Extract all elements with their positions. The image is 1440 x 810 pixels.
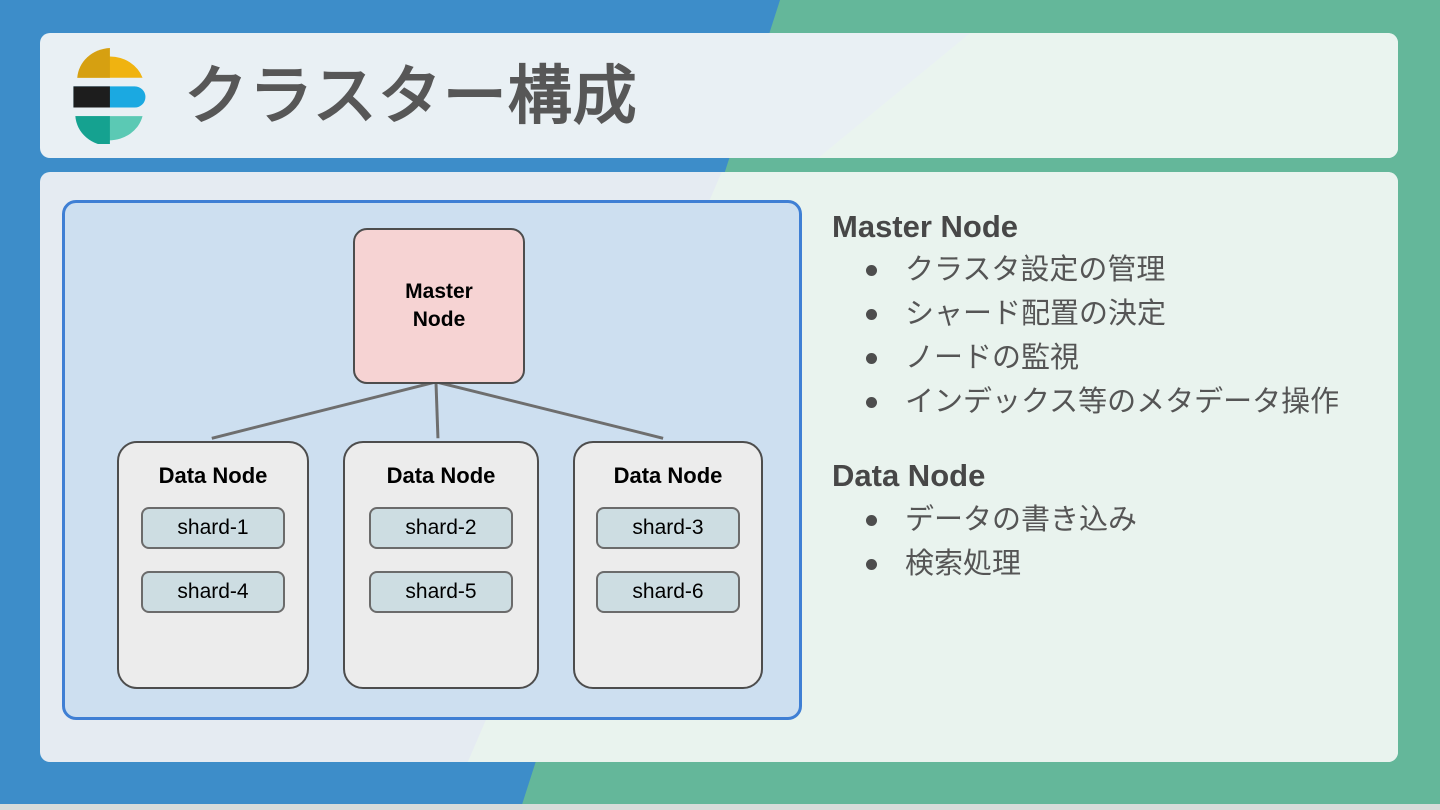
shard-box[interactable]: shard-3 — [596, 507, 740, 549]
section-data-node: Data Node データの書き込み 検索処理 — [832, 457, 1392, 584]
bullet-list: クラスタ設定の管理 シャード配置の決定 ノードの監視 インデックス等のメタデータ… — [832, 249, 1392, 423]
data-node-title: Data Node — [158, 463, 268, 488]
shard-box[interactable]: shard-2 — [369, 507, 513, 549]
bullet-dot-icon — [866, 514, 877, 526]
list-item-label: ノードの監視 — [905, 342, 1080, 375]
bullet-dot-icon — [866, 265, 877, 277]
list-item-label: クラスタ設定の管理 — [905, 254, 1166, 287]
list-item-label: インデックス等のメタデータ操作 — [905, 386, 1340, 419]
page-title: クラスター構成 — [184, 59, 638, 132]
header-card: クラスター構成 — [40, 33, 1398, 158]
list-item-label: シャード配置の決定 — [905, 298, 1167, 331]
list-item: 検索処理 — [832, 543, 1392, 585]
list-item: シャード配置の決定 — [832, 293, 1392, 335]
bullet-dot-icon — [866, 558, 877, 570]
bullet-dot-icon — [866, 353, 877, 365]
list-item-label: データの書き込み — [905, 503, 1138, 536]
master-node-box[interactable]: Master Node — [353, 228, 525, 384]
cluster-diagram-panel: Master Node Data Node shard-1 shard-4 Da… — [62, 200, 802, 720]
master-node-label-line2: Node — [412, 308, 466, 331]
background-bottom-strip — [0, 804, 1440, 810]
list-item: ノードの監視 — [832, 337, 1392, 379]
shard-box[interactable]: shard-1 — [141, 507, 285, 549]
section-title: Data Node — [832, 458, 986, 494]
section-master-node: Master Node クラスタ設定の管理 シャード配置の決定 ノードの監視 — [832, 208, 1392, 423]
data-node-box-2[interactable]: Data Node shard-2 shard-5 — [343, 441, 539, 689]
data-node-box-1[interactable]: Data Node shard-1 shard-4 — [117, 441, 309, 689]
data-node-box-3[interactable]: Data Node shard-3 shard-6 — [573, 441, 763, 689]
list-item: インデックス等のメタデータ操作 — [832, 381, 1392, 423]
master-node-label-line1: Master — [405, 279, 473, 303]
list-item: クラスタ設定の管理 — [832, 249, 1392, 291]
section-title: Master Node — [832, 209, 1019, 244]
bullet-list: データの書き込み 検索処理 — [832, 499, 1392, 585]
data-node-title: Data Node — [613, 463, 723, 488]
data-node-title: Data Node — [386, 463, 496, 488]
list-item: データの書き込み — [832, 499, 1392, 541]
shard-box[interactable]: shard-5 — [369, 571, 513, 613]
bullet-dot-icon — [866, 397, 877, 409]
shard-box[interactable]: shard-6 — [596, 571, 740, 613]
shard-box[interactable]: shard-4 — [141, 571, 285, 613]
list-item-label: 検索処理 — [905, 547, 1022, 580]
main-card: Master Node Data Node shard-1 shard-4 Da… — [40, 172, 1398, 762]
elastic-logo — [60, 47, 156, 146]
description-panel: Master Node クラスタ設定の管理 シャード配置の決定 ノードの監視 — [832, 208, 1392, 585]
bullet-dot-icon — [866, 309, 877, 321]
